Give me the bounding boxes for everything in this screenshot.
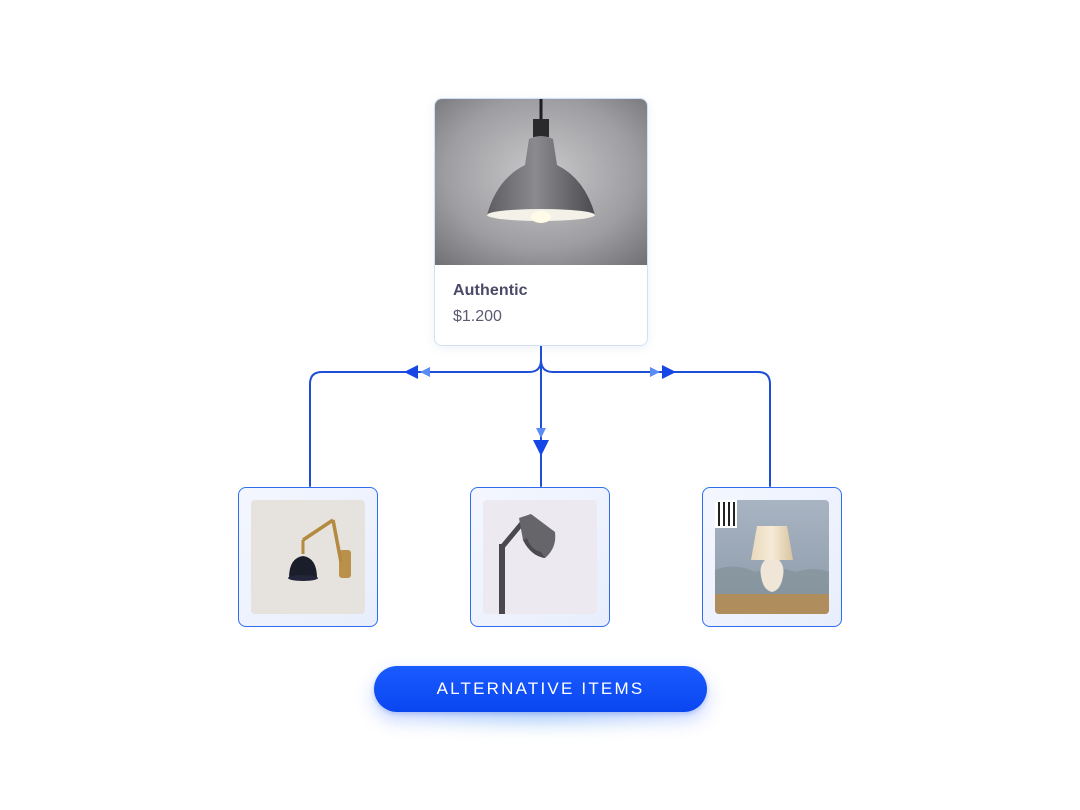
product-name: Authentic: [453, 282, 528, 299]
main-product-card[interactable]: Authentic $1.200: [434, 98, 648, 346]
desk-lamp-icon: [483, 500, 597, 614]
arrow-right-small-icon: [650, 367, 660, 377]
table-lamp-icon: [715, 500, 829, 614]
product-price: $1.200: [453, 308, 502, 325]
connector-right: [540, 344, 771, 487]
alternative-item-card[interactable]: [470, 487, 610, 627]
wall-sconce-icon: [251, 500, 365, 614]
arrow-down-icon: [533, 440, 549, 456]
connector-left: [309, 344, 542, 487]
pendant-lamp-icon: [435, 99, 647, 265]
arrow-down-small-icon: [536, 428, 546, 438]
arrow-left-icon: [404, 365, 418, 379]
alternative-item-card[interactable]: [702, 487, 842, 627]
alternative-item-card[interactable]: [238, 487, 378, 627]
alternative-items-button[interactable]: ALTERNATIVE ITEMS: [374, 666, 707, 712]
main-product-info: Authentic $1.200: [435, 265, 647, 345]
arrow-right-icon: [662, 365, 676, 379]
arrow-left-small-icon: [420, 367, 430, 377]
